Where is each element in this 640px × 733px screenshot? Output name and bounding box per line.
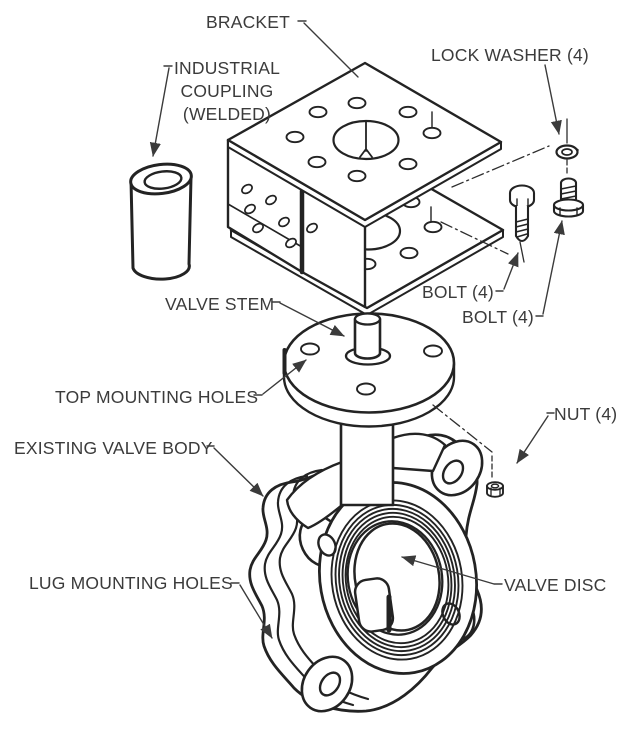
label-industrial-coupling-line2: COUPLING <box>180 81 274 101</box>
label-valve-disc: VALVE DISC <box>504 575 607 595</box>
valve-seat-rings <box>330 499 464 661</box>
label-bolt-upper: BOLT (4) <box>422 282 494 302</box>
label-nut: NUT (4) <box>554 404 618 424</box>
label-lock-washer: LOCK WASHER (4) <box>431 45 589 65</box>
label-bracket: BRACKET <box>206 12 291 32</box>
label-top-mounting-holes: TOP MOUNTING HOLES <box>55 387 259 407</box>
leader-lock-washer <box>544 64 562 135</box>
bolt-head-down <box>552 177 585 218</box>
leader-lines <box>153 20 562 638</box>
leader-nut <box>517 412 555 463</box>
leader-coupling <box>153 65 173 156</box>
label-bolt-lower: BOLT (4) <box>462 307 534 327</box>
existing-valve-body <box>248 432 484 713</box>
bracket-side-wall <box>226 138 367 309</box>
leader-lug-mounting-holes <box>230 582 272 638</box>
lock-washer <box>555 144 579 160</box>
valve-body-left-arm <box>285 460 344 530</box>
leader-bolt-upper <box>495 253 518 292</box>
leader-valve-stem <box>271 301 344 336</box>
leader-bracket <box>297 20 359 78</box>
leader-existing-valve-body <box>206 445 263 496</box>
label-industrial-coupling-line3: (WELDED) <box>182 104 272 124</box>
label-lug-mounting-holes: LUG MOUNTING HOLES <box>29 573 233 593</box>
bracket-top-plate <box>226 61 503 228</box>
label-industrial-coupling: INDUSTRIAL COUPLING (WELDED) <box>168 57 286 126</box>
industrial-coupling <box>129 162 193 281</box>
valve-top-flange-assembly <box>282 312 456 507</box>
valve-body-right-arm <box>391 432 447 473</box>
label-existing-valve-body: EXISTING VALVE BODY <box>14 438 213 458</box>
label-industrial-coupling-line1: INDUSTRIAL <box>173 58 281 78</box>
leader-valve-disc <box>402 557 503 585</box>
leader-bolt-lower <box>535 221 562 317</box>
valve-stem <box>353 317 382 360</box>
bolt-head-up <box>508 184 536 243</box>
label-valve-stem: VALVE STEM <box>165 294 275 314</box>
leader-top-mounting-holes <box>253 360 306 396</box>
hex-nut <box>486 481 504 498</box>
